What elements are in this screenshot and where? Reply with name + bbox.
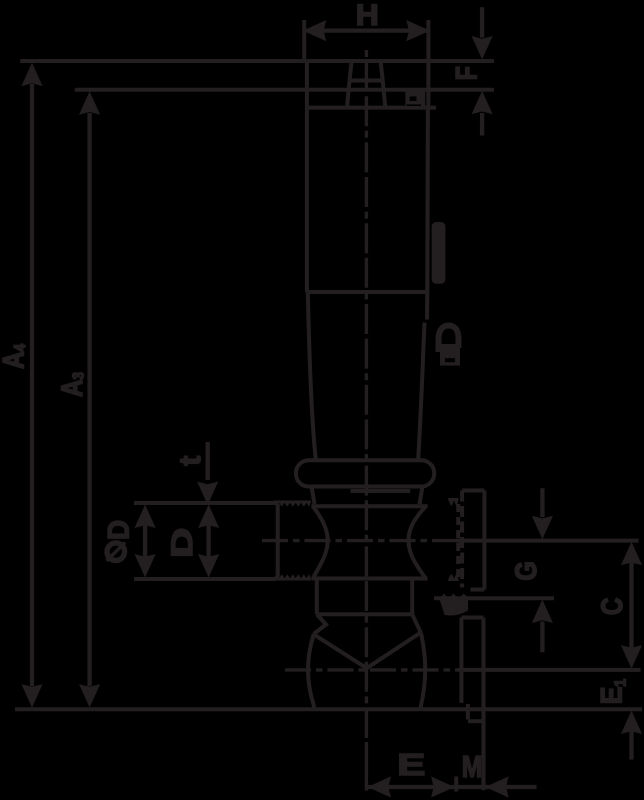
- svg-text:M: M: [462, 749, 483, 784]
- svg-text:A4: A4: [0, 344, 30, 369]
- svg-text:E1: E1: [596, 679, 630, 705]
- svg-text:H: H: [356, 0, 379, 32]
- svg-text:D: D: [103, 520, 136, 540]
- svg-text:G: G: [510, 561, 543, 581]
- svg-text:t: t: [174, 456, 207, 466]
- svg-text:A3: A3: [56, 372, 89, 397]
- svg-text:E: E: [397, 747, 425, 782]
- svg-text:D: D: [166, 528, 199, 558]
- svg-text:C: C: [596, 598, 629, 616]
- svg-text:F: F: [451, 66, 484, 80]
